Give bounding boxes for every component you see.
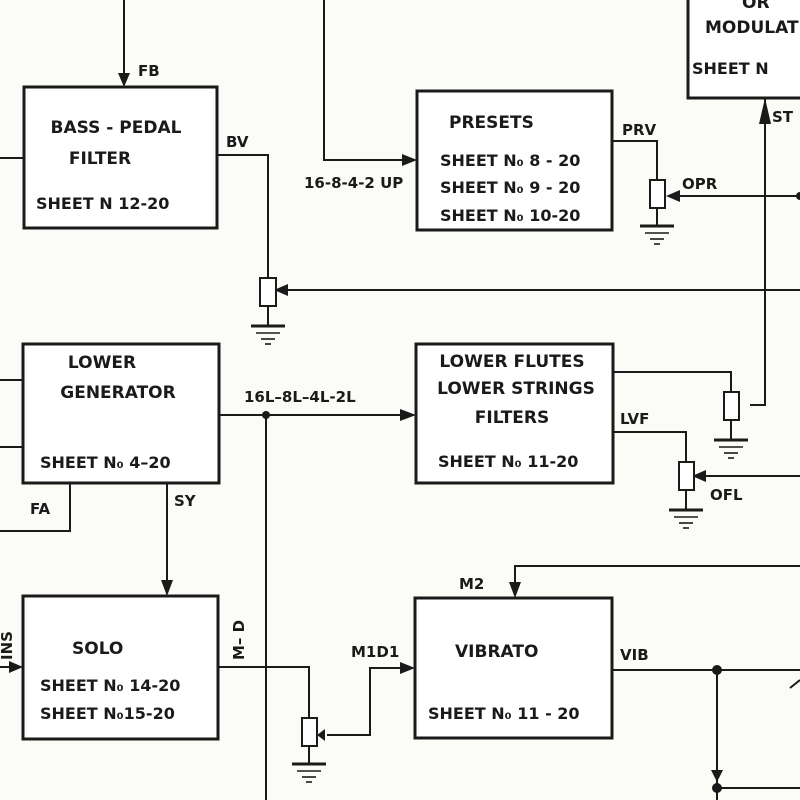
label-prv: PRV <box>622 121 657 139</box>
presets-title: PRESETS <box>449 113 534 133</box>
modulator-sheet: SHEET N <box>692 59 769 78</box>
presets-sheet-2: SHEET N₀ 9 - 20 <box>440 178 580 197</box>
modulator-title-1: OR <box>742 0 770 13</box>
label-lvf: LVF <box>620 410 649 428</box>
label-fa: FA <box>30 500 51 518</box>
lower-flutes-strings-block: LOWER FLUTES LOWER STRINGS FILTERS SHEET… <box>414 342 615 485</box>
lower-generator-title-1: LOWER <box>68 353 136 373</box>
presets-sheet-1: SHEET N₀ 8 - 20 <box>440 151 580 170</box>
label-st: ST <box>772 108 794 126</box>
ground-icon <box>251 324 285 345</box>
lower-generator-title-2: GENERATOR <box>60 383 175 403</box>
bass-pedal-title-2: FILTER <box>69 149 131 169</box>
vibrato-sheet: SHEET N₀ 11 - 20 <box>428 704 580 723</box>
label-lower-bus: 16L–8L–4L-2L <box>244 388 356 406</box>
flutes-potentiometer <box>723 391 740 421</box>
md-potentiometer <box>301 717 318 747</box>
signal-labels: FB BV PRV OPR ST 16-8-4-2 UP 16L–8L–4L-2… <box>0 62 794 664</box>
lower-flutes-title-2: LOWER STRINGS <box>437 379 595 399</box>
lower-flutes-title-3: FILTERS <box>475 408 550 428</box>
label-vib: VIB <box>620 646 649 664</box>
label-fb: FB <box>138 62 160 80</box>
potentiometers <box>259 179 740 747</box>
lower-flutes-sheet: SHEET N₀ 11-20 <box>438 452 578 471</box>
solo-sheet-2: SHEET N₀15-20 <box>40 704 175 723</box>
solo-block: SOLO SHEET N₀ 14-20 SHEET N₀15-20 <box>21 594 220 741</box>
ground-symbols <box>251 224 748 783</box>
lower-flutes-title-1: LOWER FLUTES <box>439 352 584 372</box>
ground-icon <box>714 438 748 459</box>
label-m2: M2 <box>459 575 484 593</box>
ground-icon <box>292 762 326 783</box>
solo-title: SOLO <box>72 639 123 659</box>
label-opr: OPR <box>682 175 718 193</box>
solo-sheet-1: SHEET N₀ 14-20 <box>40 676 180 695</box>
label-m1d1: M1D1 <box>351 643 399 661</box>
modulator-block: OR MODULAT SHEET N <box>686 0 800 100</box>
vibrato-title: VIBRATO <box>455 642 538 662</box>
label-ofl: OFL <box>710 486 743 504</box>
label-md: M– D <box>230 620 248 660</box>
bass-pedal-title-1: BASS - PEDAL <box>51 118 182 138</box>
bass-pedal-sheet: SHEET N 12-20 <box>36 194 169 213</box>
ground-icon <box>669 508 703 529</box>
label-bv: BV <box>226 133 249 151</box>
label-sy: SY <box>174 492 197 510</box>
label-up-bus: 16-8-4-2 UP <box>304 174 403 192</box>
lower-generator-sheet: SHEET N₀ 4–20 <box>40 453 171 472</box>
presets-sheet-3: SHEET N₀ 10-20 <box>440 206 580 225</box>
label-ins: INS <box>0 631 16 660</box>
vibrato-block: VIBRATO SHEET N₀ 11 - 20 <box>413 596 614 740</box>
junction-dots <box>262 192 800 793</box>
presets-block: PRESETS SHEET N₀ 8 - 20 SHEET N₀ 9 - 20 … <box>415 89 614 232</box>
bass-pedal-filter-block: BASS - PEDAL FILTER SHEET N 12-20 <box>22 85 219 230</box>
modulator-title-2: MODULAT <box>705 18 799 38</box>
lvf-potentiometer <box>678 461 695 491</box>
prv-potentiometer <box>649 179 666 209</box>
ground-icon <box>640 224 674 245</box>
bv-potentiometer <box>259 277 277 307</box>
lower-generator-block: LOWER GENERATOR SHEET N₀ 4–20 <box>21 342 221 485</box>
